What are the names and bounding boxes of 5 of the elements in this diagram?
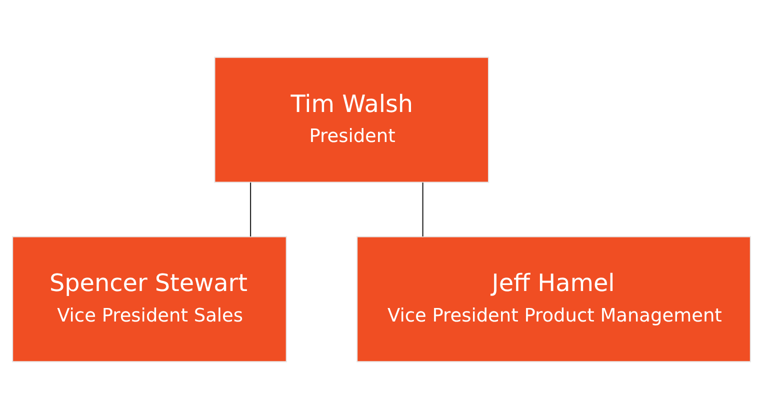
node-box: Spencer Stewart Vice President Sales bbox=[12, 236, 287, 362]
connector bbox=[250, 182, 252, 236]
node-box: Tim Walsh President bbox=[214, 56, 490, 183]
node-box: Jeff Hamel Vice President Product Management bbox=[356, 236, 752, 362]
connector bbox=[422, 182, 424, 236]
